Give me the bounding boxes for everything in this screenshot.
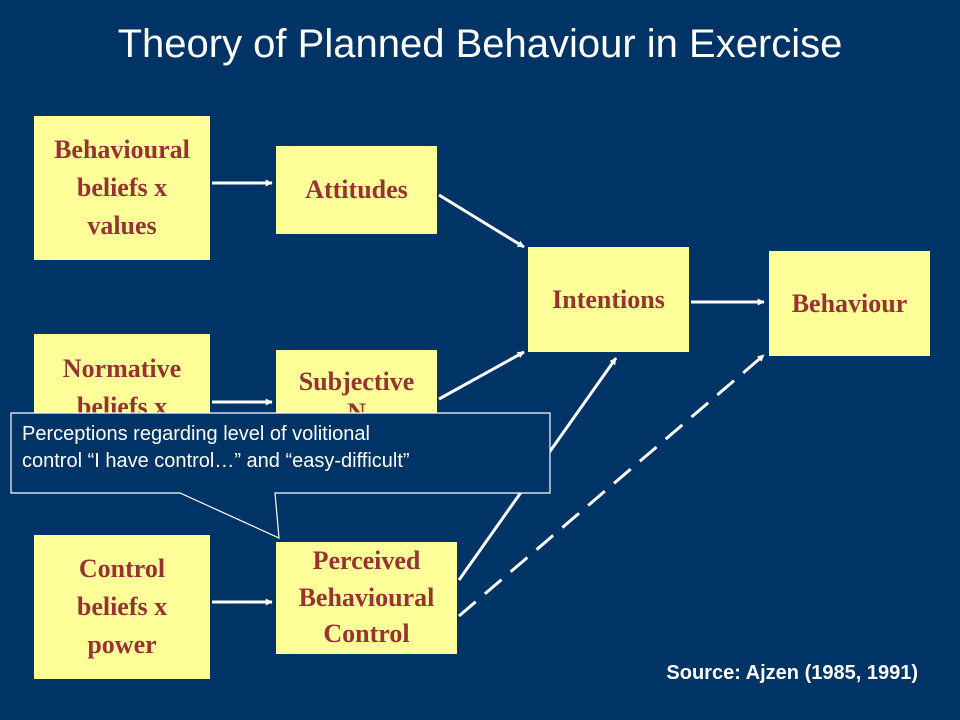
callout-line-1: Perceptions regarding level of volitiona…: [22, 423, 370, 445]
slide-title: Theory of Planned Behaviour in Exercise: [117, 22, 843, 66]
behavioural-beliefs-line-2: beliefs x: [76, 173, 168, 203]
callout-text: Perceptions regarding level of volitiona…: [22, 421, 542, 474]
behavioural-beliefs-box: Behavioural beliefs x values: [34, 116, 210, 260]
control-beliefs-box: Control beliefs x power: [34, 535, 210, 679]
behaviour-box: Behaviour: [769, 251, 930, 356]
perceived-control-line-2: Behavioural: [298, 582, 435, 612]
arrow-subjective-norms-to-intentions: [438, 350, 525, 401]
intentions-label: Intentions: [552, 284, 665, 314]
subjective-norms-line-1: Subjective: [298, 367, 415, 396]
perceived-control-box: Perceived Behavioural Control: [276, 542, 457, 654]
attitudes-label: Attitudes: [305, 175, 408, 205]
normative-beliefs-line-1: Normative: [62, 354, 182, 383]
callout-line-2: control “I have control…” and “easy-diff…: [22, 449, 410, 472]
perceived-control-line-1: Perceived: [312, 545, 421, 575]
behaviour-label: Behaviour: [791, 288, 908, 318]
control-beliefs-line-3: power: [87, 629, 157, 659]
behavioural-beliefs-line-3: values: [87, 210, 157, 240]
arrow-attitudes-to-intentions: [438, 193, 525, 249]
source-citation: Source: Ajzen (1985, 1991): [666, 662, 918, 684]
control-beliefs-line-1: Control: [78, 554, 166, 584]
perceived-control-line-3: Control: [323, 619, 410, 649]
attitudes-box: Attitudes: [276, 146, 437, 234]
control-beliefs-line-2: beliefs x: [76, 592, 168, 622]
behavioural-beliefs-line-1: Behavioural: [54, 135, 190, 165]
intentions-box: Intentions: [528, 247, 689, 352]
callout-shape: [10, 412, 551, 539]
